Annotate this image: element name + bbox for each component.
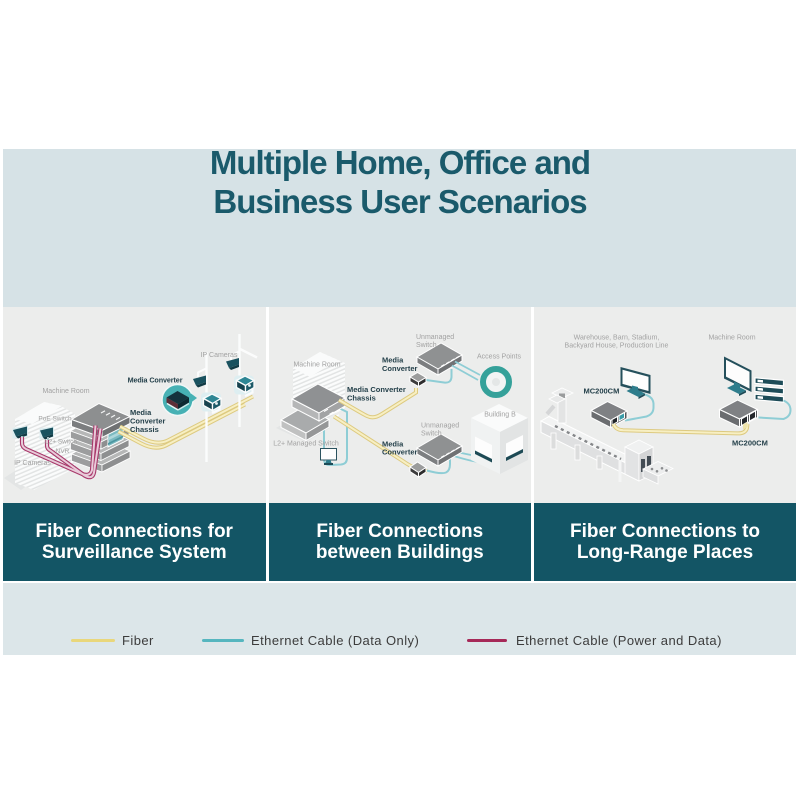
svg-text:PoE Switch: PoE Switch	[38, 416, 72, 423]
svg-text:Chassis: Chassis	[130, 425, 159, 434]
svg-text:Building B: Building B	[484, 412, 516, 419]
svg-text:Machine Room: Machine Room	[293, 362, 340, 369]
svg-text:Warehouse, Barn, Stadium,: Warehouse, Barn, Stadium,	[574, 335, 660, 342]
svg-text:MC200CM: MC200CM	[584, 387, 620, 396]
svg-text:Switch: Switch	[416, 342, 437, 349]
svg-text:IP Cameras: IP Cameras	[201, 352, 238, 359]
svg-text:Backyard House, Production Lin: Backyard House, Production Line	[565, 343, 669, 350]
svg-text:Unmanaged: Unmanaged	[416, 334, 454, 341]
svg-text:Converter: Converter	[130, 417, 166, 426]
svg-text:Converter: Converter	[382, 448, 418, 457]
svg-text:Machine Room: Machine Room	[42, 388, 89, 395]
svg-text:IP Cameras: IP Cameras	[14, 460, 51, 467]
svg-text:Switch: Switch	[421, 431, 442, 438]
svg-text:Media Converter: Media Converter	[128, 376, 183, 385]
svg-text:Media: Media	[130, 408, 152, 417]
svg-text:MC200CM: MC200CM	[732, 439, 768, 448]
svg-text:Access Points: Access Points	[477, 354, 521, 361]
svg-text:NVR: NVR	[56, 448, 70, 455]
svg-text:Chassis: Chassis	[347, 394, 376, 403]
svg-text:Unmanaged: Unmanaged	[421, 423, 459, 430]
svg-text:Machine Room: Machine Room	[708, 335, 755, 342]
svg-text:Media Converter: Media Converter	[347, 385, 406, 394]
svg-text:Media: Media	[382, 356, 404, 365]
svg-text:L2+ Managed Switch: L2+ Managed Switch	[273, 441, 339, 448]
svg-text:Converter: Converter	[382, 364, 418, 373]
svg-text:L2+ Switch: L2+ Switch	[45, 439, 77, 446]
svg-text:Media: Media	[382, 440, 404, 449]
